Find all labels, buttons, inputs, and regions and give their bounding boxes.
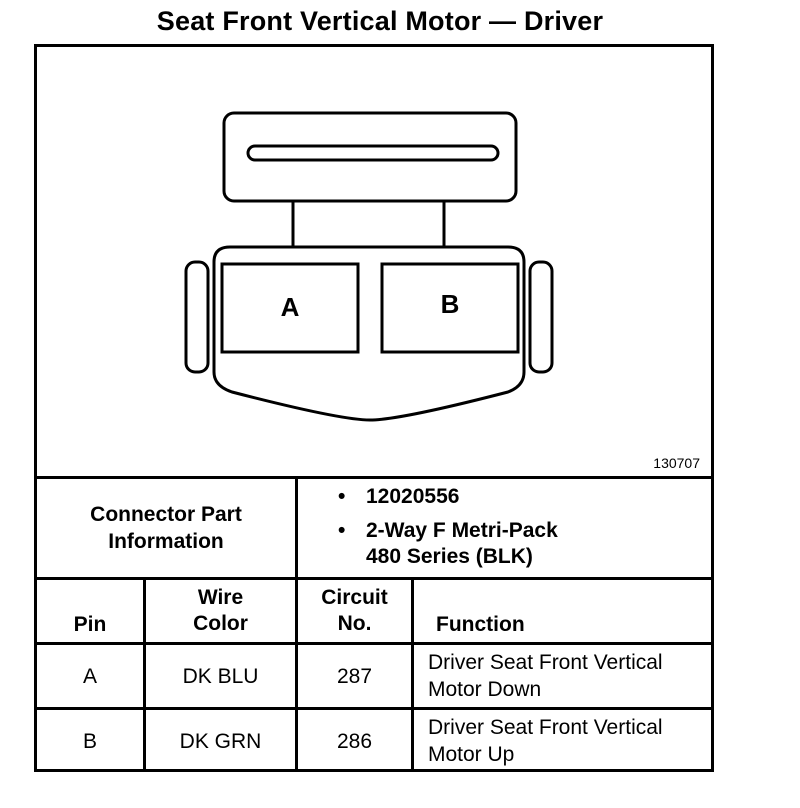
row-a-function: Driver Seat Front Vertical Motor Down — [428, 651, 663, 701]
cavity-b-label: B — [441, 289, 460, 319]
part-info-label: Connector Part Information — [90, 503, 242, 553]
row-a-wire-color: DK BLU — [182, 664, 259, 688]
grid-line — [295, 476, 298, 772]
connector-tab-left — [184, 260, 210, 374]
row-b-wire-color: DK GRN — [179, 729, 262, 753]
cavity-a — [220, 262, 360, 354]
grid-line — [34, 577, 714, 580]
cavity-b — [380, 262, 520, 354]
part-info-item: • 12020556 — [338, 485, 460, 508]
header-circuit-no: Circuit No. — [321, 586, 388, 635]
grid-line — [143, 577, 146, 772]
header-function: Function — [436, 613, 525, 636]
grid-line — [411, 577, 414, 772]
part-info-list: • 12020556 • 2-Way F Metri-Pack 480 Seri… — [338, 484, 558, 578]
connector-tab-right — [528, 260, 554, 374]
grid-line — [34, 642, 714, 645]
row-b-pin: B — [82, 729, 97, 753]
cavity-a-label: A — [281, 292, 300, 322]
part-info-item: • 2-Way F Metri-Pack 480 Series (BLK) — [338, 519, 558, 568]
connector-latch — [222, 111, 518, 203]
grid-line — [34, 707, 714, 710]
row-a-pin: A — [82, 664, 97, 688]
header-pin: Pin — [73, 613, 107, 636]
row-a-circuit-no: 287 — [336, 664, 373, 688]
header-wire-color: Wire Color — [193, 586, 248, 635]
latch-slot — [246, 144, 500, 162]
connector-body — [212, 245, 526, 422]
figure-number: 130707 — [653, 455, 700, 471]
diagram-frame — [34, 44, 714, 772]
row-b-circuit-no: 286 — [336, 729, 373, 753]
grid-line — [34, 476, 714, 479]
row-b-function: Driver Seat Front Vertical Motor Up — [428, 716, 663, 766]
diagram-title: Seat Front Vertical Motor — Driver — [156, 6, 604, 36]
